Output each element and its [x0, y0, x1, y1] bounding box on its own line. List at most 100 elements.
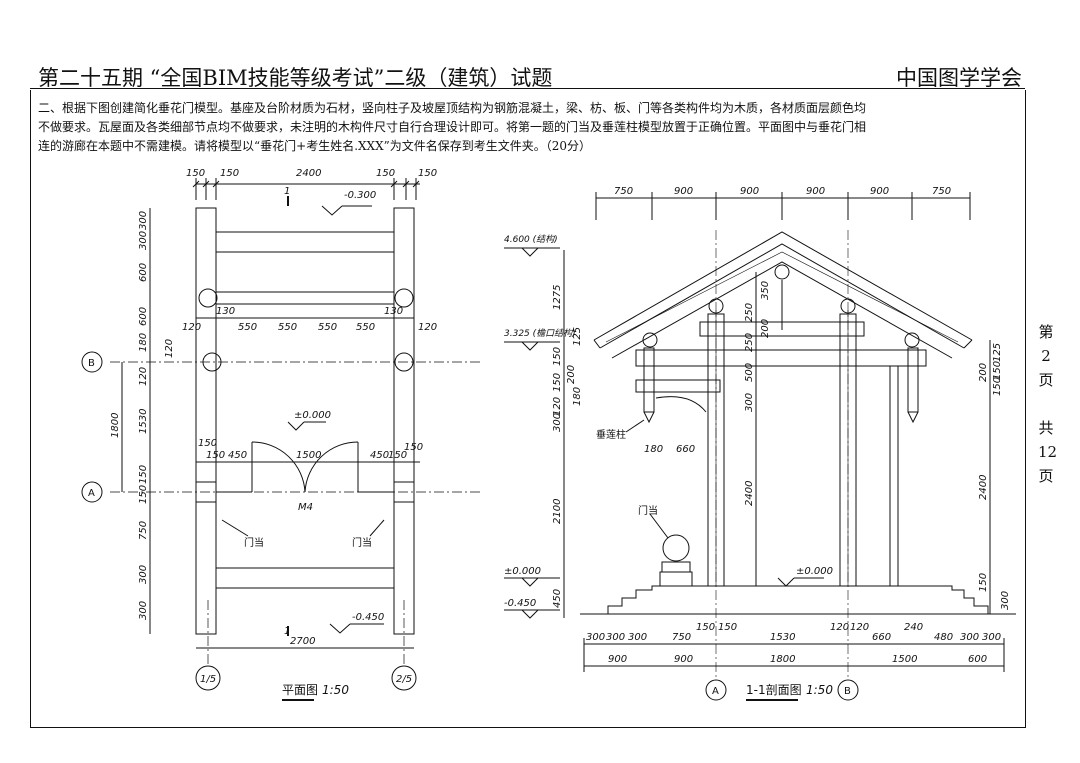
section-dim: 250	[744, 333, 755, 352]
section-dim: 300	[606, 632, 625, 643]
plan-dim: 300	[138, 211, 149, 230]
section-dim: 120	[830, 622, 849, 633]
level-marker	[287, 421, 305, 431]
plan-axis-bubble-2	[391, 665, 417, 691]
plan-dim: 150	[186, 168, 205, 179]
section-dim: 480	[934, 632, 953, 643]
section-dim: 200	[566, 365, 577, 384]
section-dim: 750	[672, 632, 691, 643]
axis-label-b: B	[88, 358, 95, 369]
plan-dim: 150	[404, 442, 423, 453]
plan-axis-bubble-b	[81, 351, 103, 373]
section-dim: 1530	[770, 632, 795, 643]
level-marker	[521, 341, 539, 351]
level-label: -0.450	[504, 598, 536, 609]
level-label: ±0.000	[504, 566, 541, 577]
axis-label-a: A	[88, 488, 95, 499]
section-dim: 900	[674, 654, 693, 665]
mendang-label: 门当	[352, 536, 372, 549]
section-dim: 750	[614, 186, 633, 197]
level-label: -0.450	[352, 612, 384, 623]
plan-dim: 2400	[296, 168, 321, 179]
section-view	[504, 192, 1016, 701]
level-label: 4.600 (结构)	[504, 234, 558, 245]
section-cut-label: 1	[284, 186, 290, 197]
plan-dim: 300	[138, 601, 149, 620]
plan-dim: 150	[138, 485, 149, 504]
level-marker	[329, 623, 351, 634]
plan-dim: 150	[138, 465, 149, 484]
plan-dim: 550	[318, 322, 337, 333]
section-dim: 1500	[892, 654, 917, 665]
section-dim: 200	[978, 363, 989, 382]
page-char: 第	[1038, 323, 1054, 341]
section-dim: 300	[982, 632, 1001, 643]
axis-label-2: 2/5	[396, 674, 412, 685]
plan-dim: 1530	[138, 409, 149, 434]
section-dim: 900	[870, 186, 889, 197]
plan-dim: 120	[182, 322, 201, 333]
plan-axis-bubble-a	[81, 481, 103, 503]
section-dim: 300	[960, 632, 979, 643]
section-dim: 300	[1000, 591, 1011, 610]
section-dim: 150	[718, 622, 737, 633]
section-dim: 1800	[770, 654, 795, 665]
section-dim: 350	[760, 281, 771, 300]
plan-dim: 300	[138, 231, 149, 250]
axis-label-1: 1/5	[200, 674, 216, 685]
plan-dim: 130	[216, 306, 235, 317]
section-dim: 150	[978, 573, 989, 592]
plan-post-right	[393, 207, 415, 635]
plan-scale: 1:50	[322, 683, 349, 697]
organization-name: 中国图学学会	[896, 66, 1022, 90]
plan-dim: 150	[198, 438, 217, 449]
section-title: 1-1剖面图	[746, 683, 802, 697]
section-dim: 300	[552, 413, 563, 432]
level-marker	[521, 609, 539, 619]
section-dim: 500	[744, 363, 755, 382]
level-marker	[521, 577, 539, 587]
plan-dim-top	[192, 178, 420, 200]
section-axis-bubble-a	[705, 679, 727, 701]
stepped-base	[588, 585, 1008, 615]
section-dim: 150	[552, 373, 563, 392]
section-dim: 125	[572, 327, 583, 346]
plan-dim: 150	[206, 450, 225, 461]
level-label: -0.300	[344, 190, 376, 201]
section-dim: 120	[850, 622, 869, 633]
section-dim: 600	[968, 654, 987, 665]
section-dim: 2400	[744, 481, 755, 506]
plan-column	[394, 288, 414, 308]
mendang-label: 门当	[244, 536, 264, 549]
section-dim: 900	[608, 654, 627, 665]
plan-dim: 300	[138, 565, 149, 584]
axis-label-b: B	[844, 686, 851, 697]
plan-dim: 450	[228, 450, 247, 461]
mendang-label: 门当	[638, 504, 658, 517]
door-swing-right	[304, 441, 359, 493]
section-dim: 180	[644, 444, 663, 455]
section-dim: 300	[586, 632, 605, 643]
plan-dim: 550	[356, 322, 375, 333]
plan-dim: 130	[384, 306, 403, 317]
plan-dim: 1500	[296, 450, 321, 461]
door-code: M4	[298, 502, 313, 513]
chuilian-pillar	[907, 347, 919, 413]
section-dim: 120	[552, 397, 563, 416]
section-dim: 180	[572, 387, 583, 406]
section-axis-bubble-b	[837, 679, 859, 701]
drawing-frame	[30, 90, 1026, 728]
page-char: 12	[1038, 443, 1058, 461]
plan-dim: 180	[138, 333, 149, 352]
section-dim: 660	[676, 444, 695, 455]
section-dim: 150	[992, 377, 1003, 396]
level-marker	[321, 205, 343, 216]
section-dim: 900	[806, 186, 825, 197]
section-dim: 125	[992, 343, 1003, 362]
plan-axis-bubble-1	[195, 665, 221, 691]
plan-dim: 120	[418, 322, 437, 333]
plan-dim: 120	[138, 367, 149, 386]
plan-dim: 600	[138, 263, 149, 282]
mendang-drum	[662, 534, 690, 562]
question-text: 二、根据下图创建简化垂花门模型。基座及台阶材质为石材，竖向柱子及坡屋顶结构为钢筋…	[38, 101, 867, 153]
